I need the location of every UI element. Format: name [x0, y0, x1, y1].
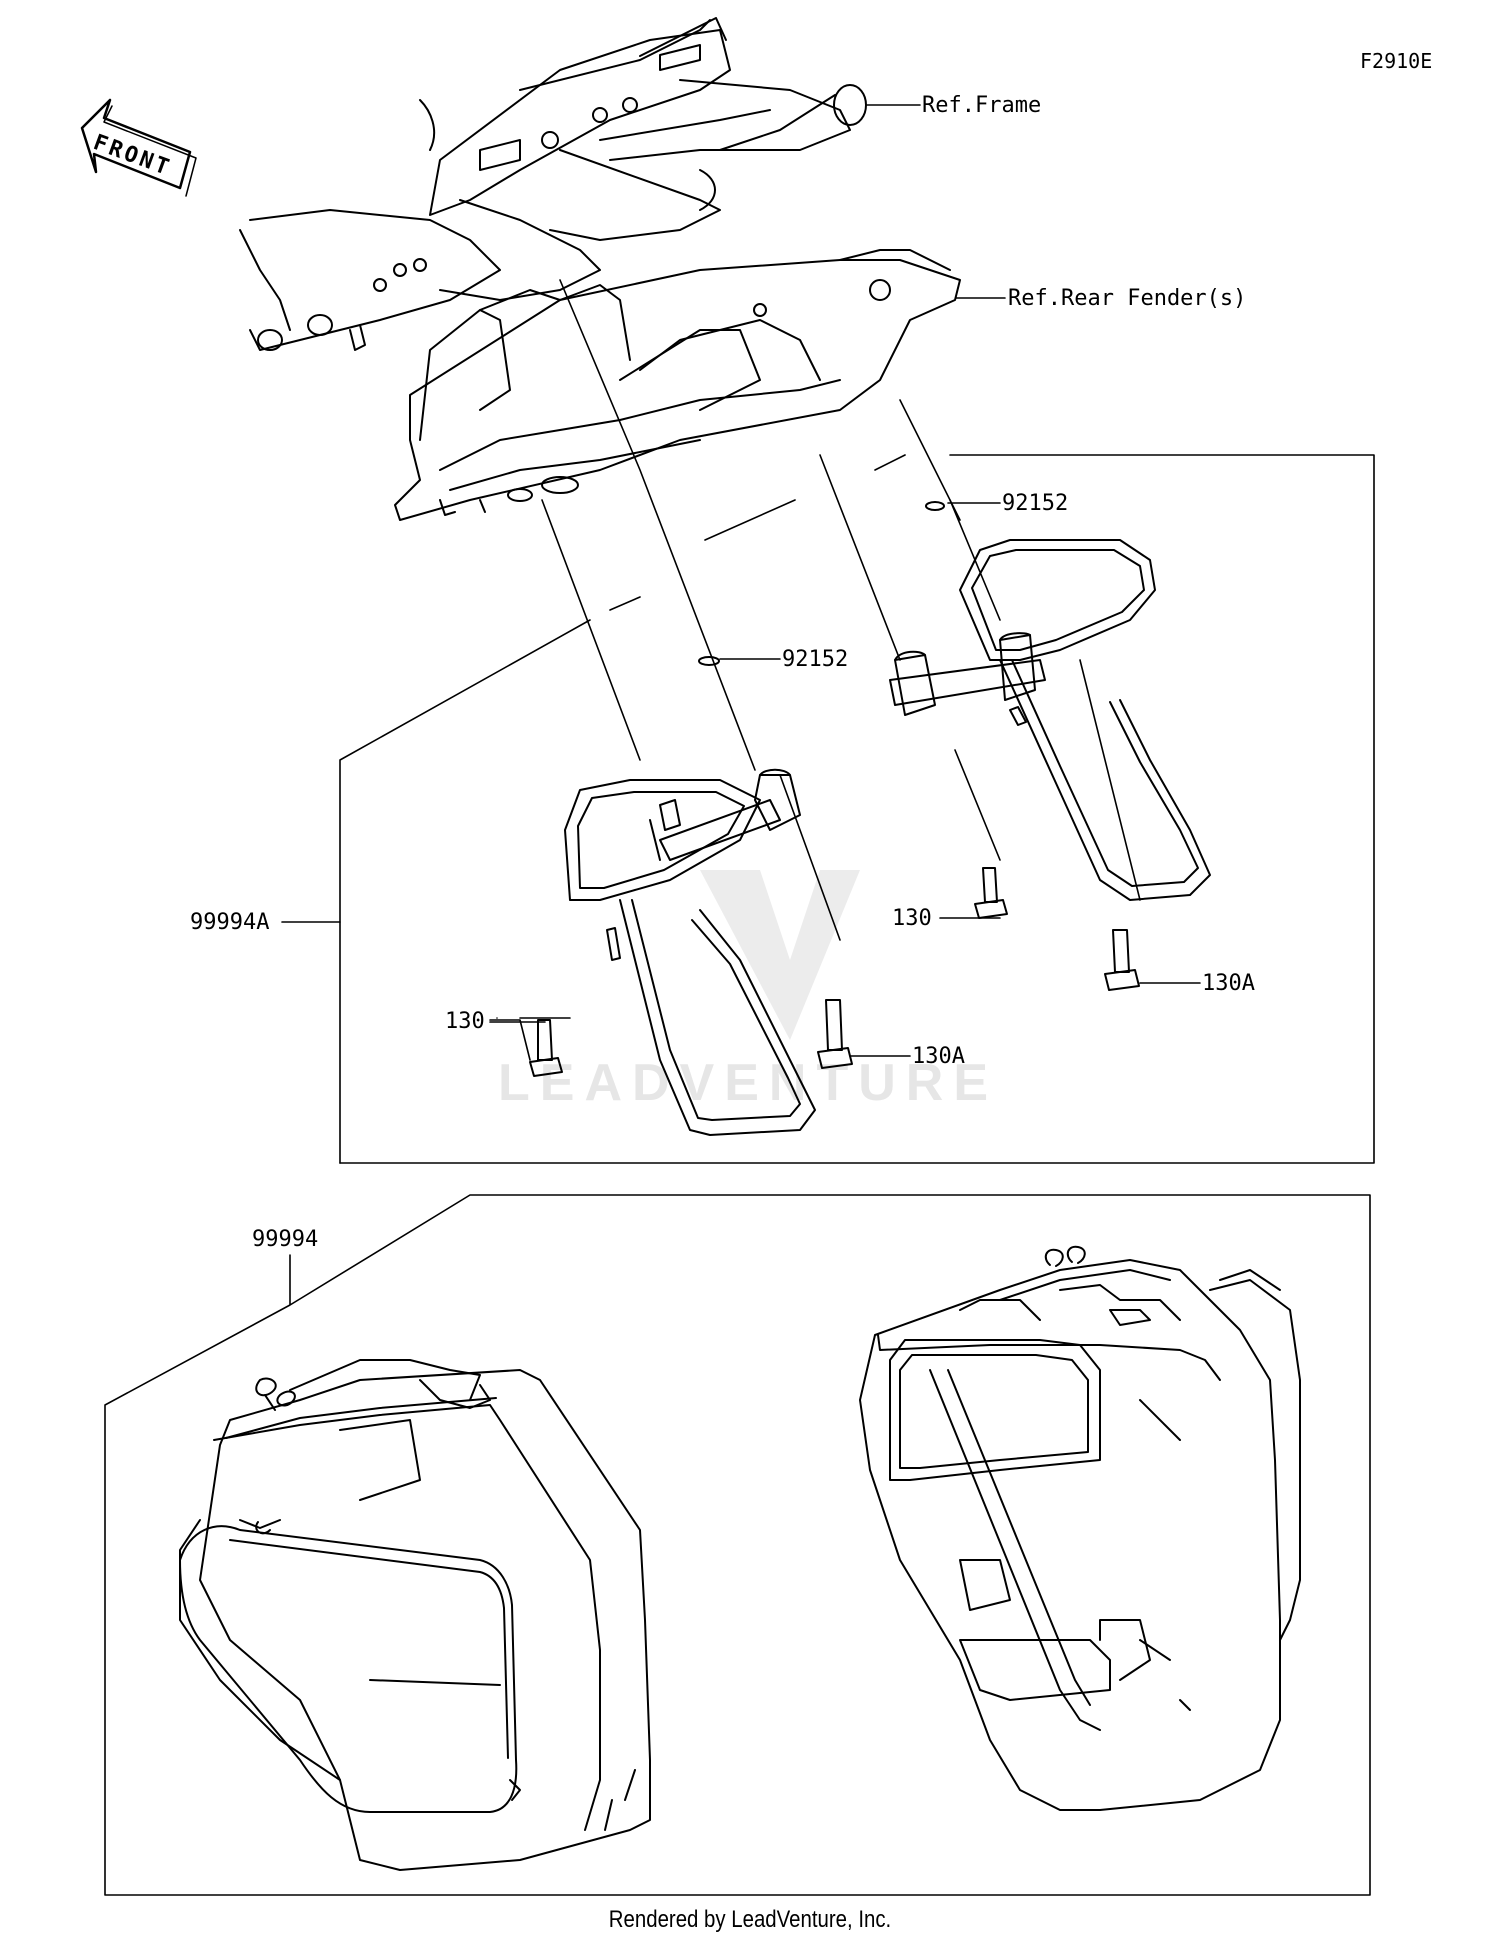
assembly-label: 99994: [252, 1227, 318, 1252]
assembly-a-label: 99994A: [190, 910, 269, 935]
assembly-a-bracket-line: [339, 619, 591, 1164]
washer-right-label: 92152: [1002, 491, 1068, 516]
callout-lines: [281, 104, 1201, 1061]
right-bracket-drawing: [889, 539, 1211, 901]
left-saddlebag-drawing: [179, 1359, 651, 1871]
washer-right-icon: [925, 501, 945, 511]
assembly-guide-lines: [541, 279, 1141, 941]
rear-fender-drawing: [394, 249, 961, 521]
assembly-a-frame-line: [339, 454, 1375, 1164]
right-saddlebag-drawing: [859, 1245, 1301, 1811]
bolt-a-right-icon: [1104, 929, 1140, 991]
ref-frame-label: Ref.Frame: [922, 93, 1041, 118]
bolt-left-label: 130: [445, 1009, 485, 1034]
left-bracket-drawing: [564, 768, 816, 1136]
washer-left-label: 92152: [782, 647, 848, 672]
bolt-a-icon: [817, 999, 853, 1069]
footer-credit: Rendered by LeadVenture, Inc.: [608, 1906, 892, 1933]
assembly-frame-line: [104, 1194, 1371, 1896]
bolt-right-label: 130: [892, 906, 932, 931]
watermark-text: LEADVENTURE: [498, 1054, 998, 1112]
bolt-a-right-label: 130A: [1202, 971, 1255, 996]
ref-rear-fender-label: Ref.Rear Fender(s): [1008, 286, 1246, 311]
diagram-code: F2910E: [1360, 49, 1432, 73]
washer-left-icon: [698, 656, 720, 666]
bolt-right-icon: [974, 867, 1008, 919]
bolt-icon: [529, 1019, 563, 1077]
front-arrow-icon: FRONT: [80, 98, 197, 197]
front-label: FRONT: [90, 130, 175, 181]
bolt-a-center-label: 130A: [912, 1044, 965, 1069]
watermark: LEADVENTURE: [498, 870, 998, 1112]
frame-drawing: [239, 17, 867, 351]
